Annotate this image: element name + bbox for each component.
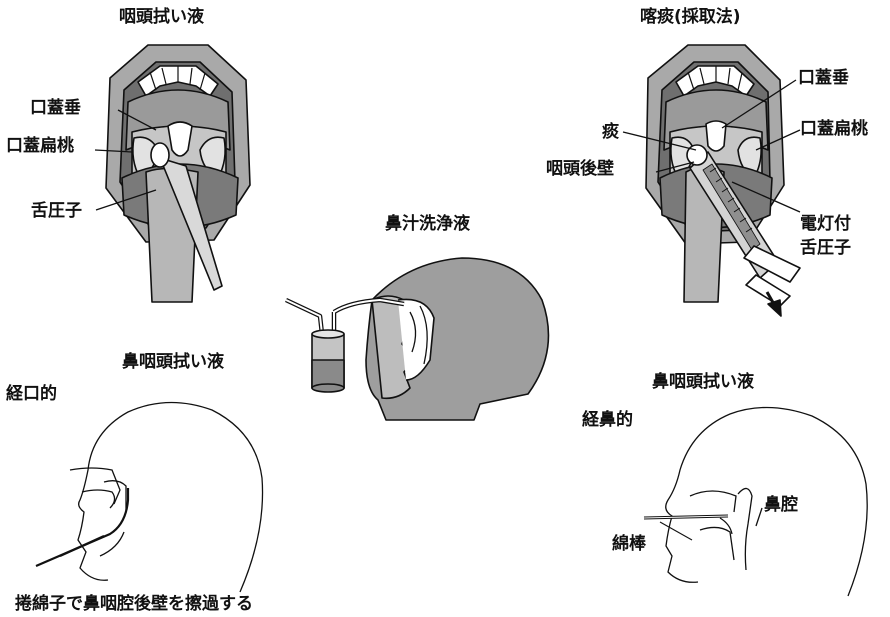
title-nasopharyngeal-swab-oral: 鼻咽頭拭い液 [122,354,224,371]
mouth-diagram-left [95,45,250,302]
mouth-diagram-right [623,45,800,316]
label-tongue-depressor: 舌圧子 [31,203,82,220]
label-nasal-route: 経鼻的 [582,412,633,429]
label-uvula-right: 口蓋垂 [798,70,849,87]
label-nasal-cavity: 鼻腔 [764,497,798,514]
nasal-wash-diagram [286,258,548,420]
label-oral-route: 経口的 [6,386,57,403]
label-lighted-depressor-line2: 舌圧子 [800,240,851,257]
label-tonsil-right: 口蓋扁桃 [800,121,868,138]
label-sputum: 痰 [602,124,619,141]
title-pharyngeal-swab: 咽頭拭い液 [119,9,204,26]
nasal-route-head [644,407,867,596]
label-tonsil-left: 口蓋扁桃 [6,138,74,155]
title-sputum: 喀痰(採取法) [640,9,741,26]
title-nasal-wash: 鼻汁洗浄液 [385,216,470,233]
label-lighted-depressor-line1: 電灯付 [800,216,851,233]
oral-route-head [36,402,263,592]
caption-bottom: 捲綿子で鼻咽腔後壁を擦過する [15,596,253,613]
label-cotton-swab: 綿棒 [612,536,646,553]
label-uvula-left: 口蓋垂 [30,100,81,117]
label-posterior-wall: 咽頭後壁 [546,161,614,178]
title-nasopharyngeal-swab-nasal: 鼻咽頭拭い液 [652,374,754,391]
swab-tip [151,143,169,167]
